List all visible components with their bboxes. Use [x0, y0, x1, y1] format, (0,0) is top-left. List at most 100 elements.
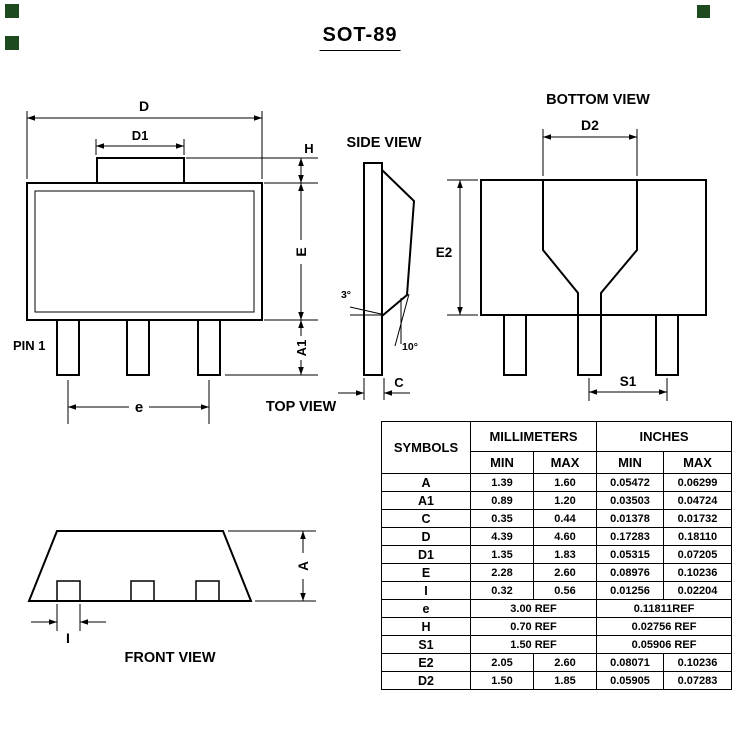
- corner-marker: [5, 4, 19, 18]
- in-max-header: MAX: [663, 451, 733, 474]
- side-view-title: SIDE VIEW: [347, 135, 422, 151]
- value-cell: 0.04724: [663, 491, 733, 510]
- dim-label-e: e: [135, 399, 143, 416]
- value-cell: 1.35: [470, 545, 534, 564]
- value-cell: 0.07205: [663, 545, 733, 564]
- value-cell: 1.39: [470, 473, 534, 492]
- value-cell: 0.02204: [663, 581, 733, 600]
- millimeters-header: MILLIMETERS: [469, 421, 598, 452]
- dim-label-A: A: [296, 561, 311, 571]
- lead-3: [195, 580, 220, 602]
- corner-marker: [697, 5, 710, 18]
- value-cell: 0.70 REF: [469, 617, 598, 636]
- value-cell: 0.05905: [596, 671, 665, 690]
- dim-label-D2: D2: [581, 117, 599, 133]
- tab-outline-right: [600, 180, 638, 315]
- lead-2: [130, 580, 155, 602]
- pin1-label: PIN 1: [13, 338, 46, 353]
- value-cell: 0.11811REF: [596, 599, 733, 618]
- dim-label-E2: E2: [436, 245, 453, 260]
- lead-2: [126, 319, 150, 376]
- in-min-header: MIN: [596, 451, 665, 474]
- value-cell: 0.01256: [596, 581, 665, 600]
- dim-D2: D2: [542, 117, 638, 176]
- value-cell: 0.08071: [596, 653, 665, 672]
- value-cell: 4.60: [532, 527, 598, 546]
- value-cell: 0.44: [532, 509, 598, 528]
- angle-label-3deg: 3°: [341, 289, 351, 301]
- value-cell: 0.35: [470, 509, 534, 528]
- angle-10deg: 10°: [394, 293, 418, 353]
- symbols-header: SYMBOLS: [381, 421, 471, 474]
- symbol-cell: A: [381, 473, 471, 492]
- value-cell: 0.10236: [663, 653, 733, 672]
- front-view: A I FRONT VIEW: [27, 530, 316, 666]
- top-view: D D1 H E A1: [13, 98, 336, 424]
- symbol-cell: C: [381, 509, 471, 528]
- lead-3: [655, 314, 679, 376]
- dim-E2: E2: [436, 179, 478, 316]
- value-cell: 0.02756 REF: [596, 617, 733, 636]
- lead-1: [56, 580, 81, 602]
- dim-label-A1: A1: [294, 340, 309, 357]
- lead-3: [197, 319, 221, 376]
- tab-outline-left: [542, 180, 579, 315]
- value-cell: 0.08976: [596, 563, 665, 582]
- value-cell: 0.01378: [596, 509, 665, 528]
- value-cell: 0.32: [470, 581, 534, 600]
- dim-e: e: [67, 380, 210, 424]
- dim-H: H: [186, 141, 318, 184]
- value-cell: 0.06299: [663, 473, 733, 492]
- symbol-cell: D: [381, 527, 471, 546]
- value-cell: 0.56: [532, 581, 598, 600]
- value-cell: 0.17283: [596, 527, 665, 546]
- value-cell: 1.83: [532, 545, 598, 564]
- dim-A1: A1: [225, 320, 318, 376]
- value-cell: 0.01732: [663, 509, 733, 528]
- dim-label-S1: S1: [620, 374, 637, 389]
- lead-1: [503, 314, 527, 376]
- top-view-title: TOP VIEW: [266, 399, 337, 415]
- symbol-cell: H: [381, 617, 471, 636]
- dim-label-H: H: [304, 141, 313, 156]
- dim-S1: S1: [588, 374, 668, 401]
- value-cell: 0.03503: [596, 491, 665, 510]
- symbol-cell: I: [381, 581, 471, 600]
- value-cell: 3.00 REF: [469, 599, 598, 618]
- angle-3deg: 3°: [341, 289, 382, 316]
- value-cell: 0.05472: [596, 473, 665, 492]
- value-cell: 1.50 REF: [469, 635, 598, 654]
- value-cell: 2.05: [470, 653, 534, 672]
- dimension-table: SYMBOLS MILLIMETERS INCHES MIN MAX MIN M…: [381, 421, 733, 690]
- tab-outline: [96, 157, 185, 186]
- dim-I: I: [31, 604, 106, 646]
- dim-label-C: C: [394, 375, 404, 390]
- package-body-outline: [27, 530, 253, 602]
- dim-label-D1: D1: [132, 128, 149, 143]
- inches-header: INCHES: [596, 421, 733, 452]
- value-cell: 1.85: [532, 671, 598, 690]
- dim-label-E: E: [293, 247, 309, 256]
- dim-label-D: D: [139, 98, 149, 114]
- lead-profile: [363, 162, 383, 376]
- mm-max-header: MAX: [532, 451, 598, 474]
- bottom-view-title: BOTTOM VIEW: [546, 92, 650, 108]
- package-body-outline: [26, 182, 263, 321]
- symbol-cell: E2: [381, 653, 471, 672]
- bottom-view-body: [480, 179, 707, 376]
- symbol-cell: D2: [381, 671, 471, 690]
- dim-D1: D1: [95, 128, 185, 155]
- value-cell: 0.07283: [663, 671, 733, 690]
